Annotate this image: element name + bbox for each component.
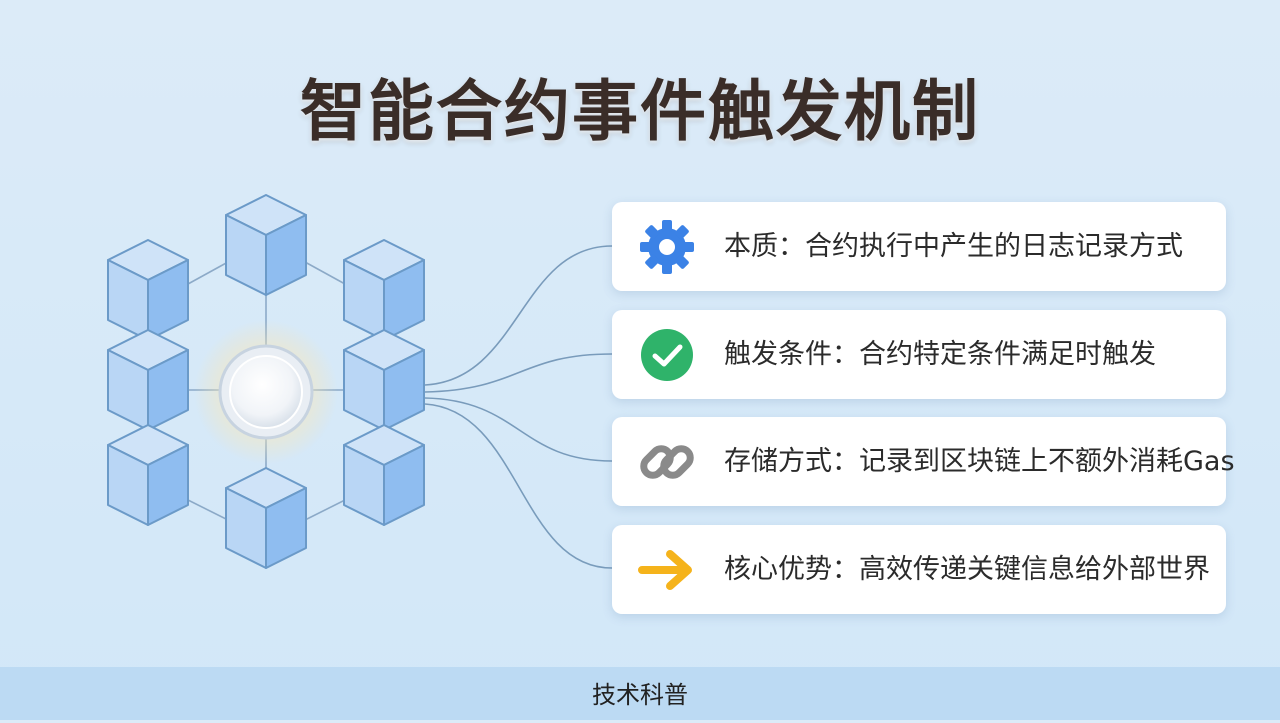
feature-label: 存储方式：记录到区块链上不额外消耗Gas xyxy=(724,446,1235,477)
feature-card-essence: 本质：合约执行中产生的日志记录方式 xyxy=(612,202,1226,291)
cube-2 xyxy=(107,239,189,341)
gear-icon xyxy=(638,218,696,276)
feature-card-storage: 存储方式：记录到区块链上不额外消耗Gas xyxy=(612,417,1235,506)
feature-label: 本质：合约执行中产生的日志记录方式 xyxy=(724,231,1183,262)
cube-6 xyxy=(107,424,189,526)
check-circle-icon xyxy=(638,326,696,384)
feature-label: 核心优势：高效传递关键信息给外部世界 xyxy=(724,554,1210,585)
connector-curves xyxy=(424,245,613,569)
cube-5 xyxy=(343,329,425,431)
page-title: 智能合约事件触发机制 xyxy=(300,73,980,150)
feature-card-trigger: 触发条件：合约特定条件满足时触发 xyxy=(612,310,1226,399)
arrow-right-icon xyxy=(638,541,696,599)
footer-bar: 技术科普 xyxy=(0,667,1280,720)
feature-card-advantage: 核心优势：高效传递关键信息给外部世界 xyxy=(612,525,1226,614)
cube-4 xyxy=(107,329,189,431)
cube-group xyxy=(107,194,425,569)
feature-label: 触发条件：合约特定条件满足时触发 xyxy=(724,339,1156,370)
chain-link-icon xyxy=(638,433,696,491)
cube-7 xyxy=(343,424,425,526)
cube-3 xyxy=(343,239,425,341)
footer-label: 技术科普 xyxy=(592,681,688,709)
cube-1 xyxy=(225,194,307,296)
cube-8 xyxy=(225,467,307,569)
hub-orb xyxy=(229,355,303,429)
